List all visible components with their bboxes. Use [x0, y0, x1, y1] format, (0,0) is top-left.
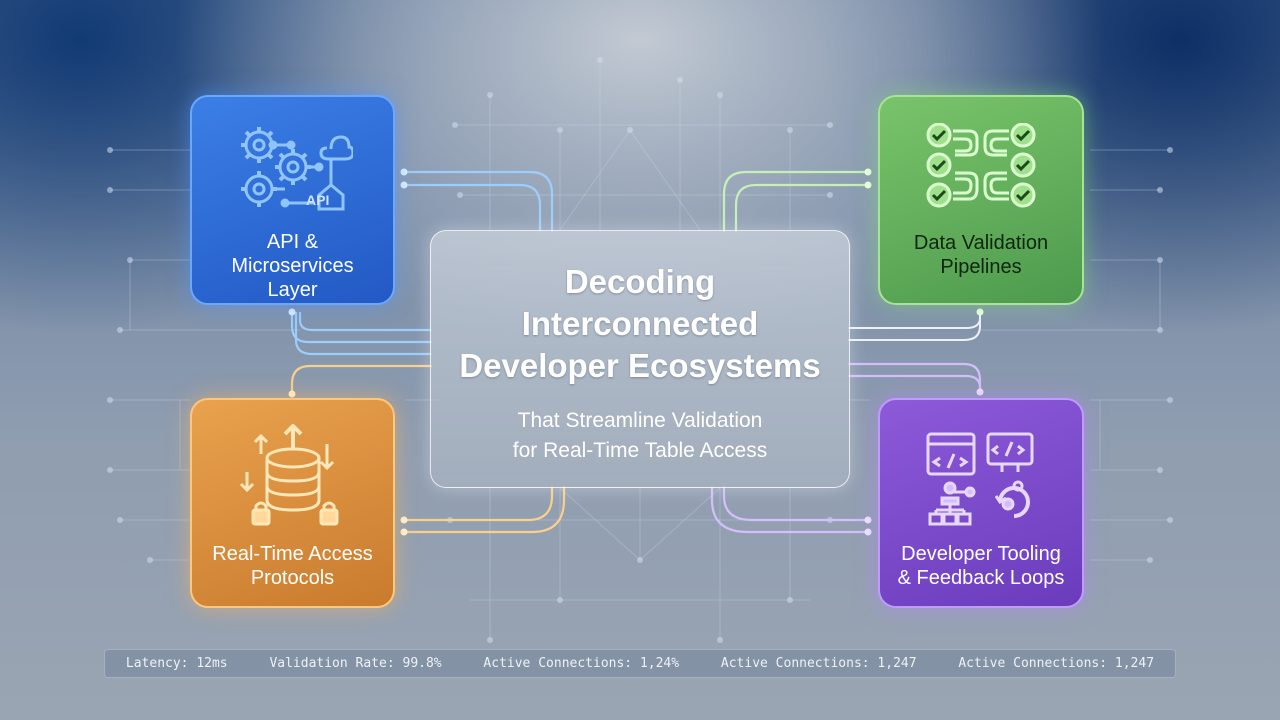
status-active-connections: Active Connections: 1,24% [483, 656, 680, 671]
tooling-card-label: Developer Tooling & Feedback Loops [897, 543, 1065, 589]
code-window-feedback-icon [880, 432, 1082, 532]
data-validation-card[interactable]: Data Validation Pipelines [878, 95, 1084, 305]
status-active-connections: Active Connections: 1,247 [720, 656, 917, 671]
realtime-access-card[interactable]: Real-Time Access Protocols [190, 398, 395, 608]
center-title-panel: Decoding Interconnected Developer Ecosys… [430, 230, 850, 488]
data-card-label: Data Validation Pipelines [913, 232, 1049, 278]
api-card-label: API & Microservices Layer [231, 231, 354, 301]
main-subtitle: That Streamline Validation for Real-Time… [512, 409, 768, 462]
gears-cloud-api-icon: API [192, 115, 393, 219]
api-microservices-card[interactable]: API API & Microservices Layer [190, 95, 395, 305]
status-validation-rate: Validation Rate: 99.8% [269, 656, 442, 671]
status-latency: Latency: 12ms [125, 656, 228, 671]
developer-tooling-card[interactable]: Developer Tooling & Feedback Loops [878, 398, 1084, 608]
checklist-pipeline-icon [880, 122, 1082, 217]
realtime-card-label: Real-Time Access Protocols [212, 543, 373, 589]
status-active-connections: Active Connections: 1,247 [958, 656, 1155, 671]
status-bar: Latency: 12ms Validation Rate: 99.8% Act… [104, 649, 1176, 678]
main-title: Decoding Interconnected Developer Ecosys… [459, 263, 821, 384]
database-lock-icon [192, 423, 393, 532]
api-icon-text: API [306, 192, 330, 208]
